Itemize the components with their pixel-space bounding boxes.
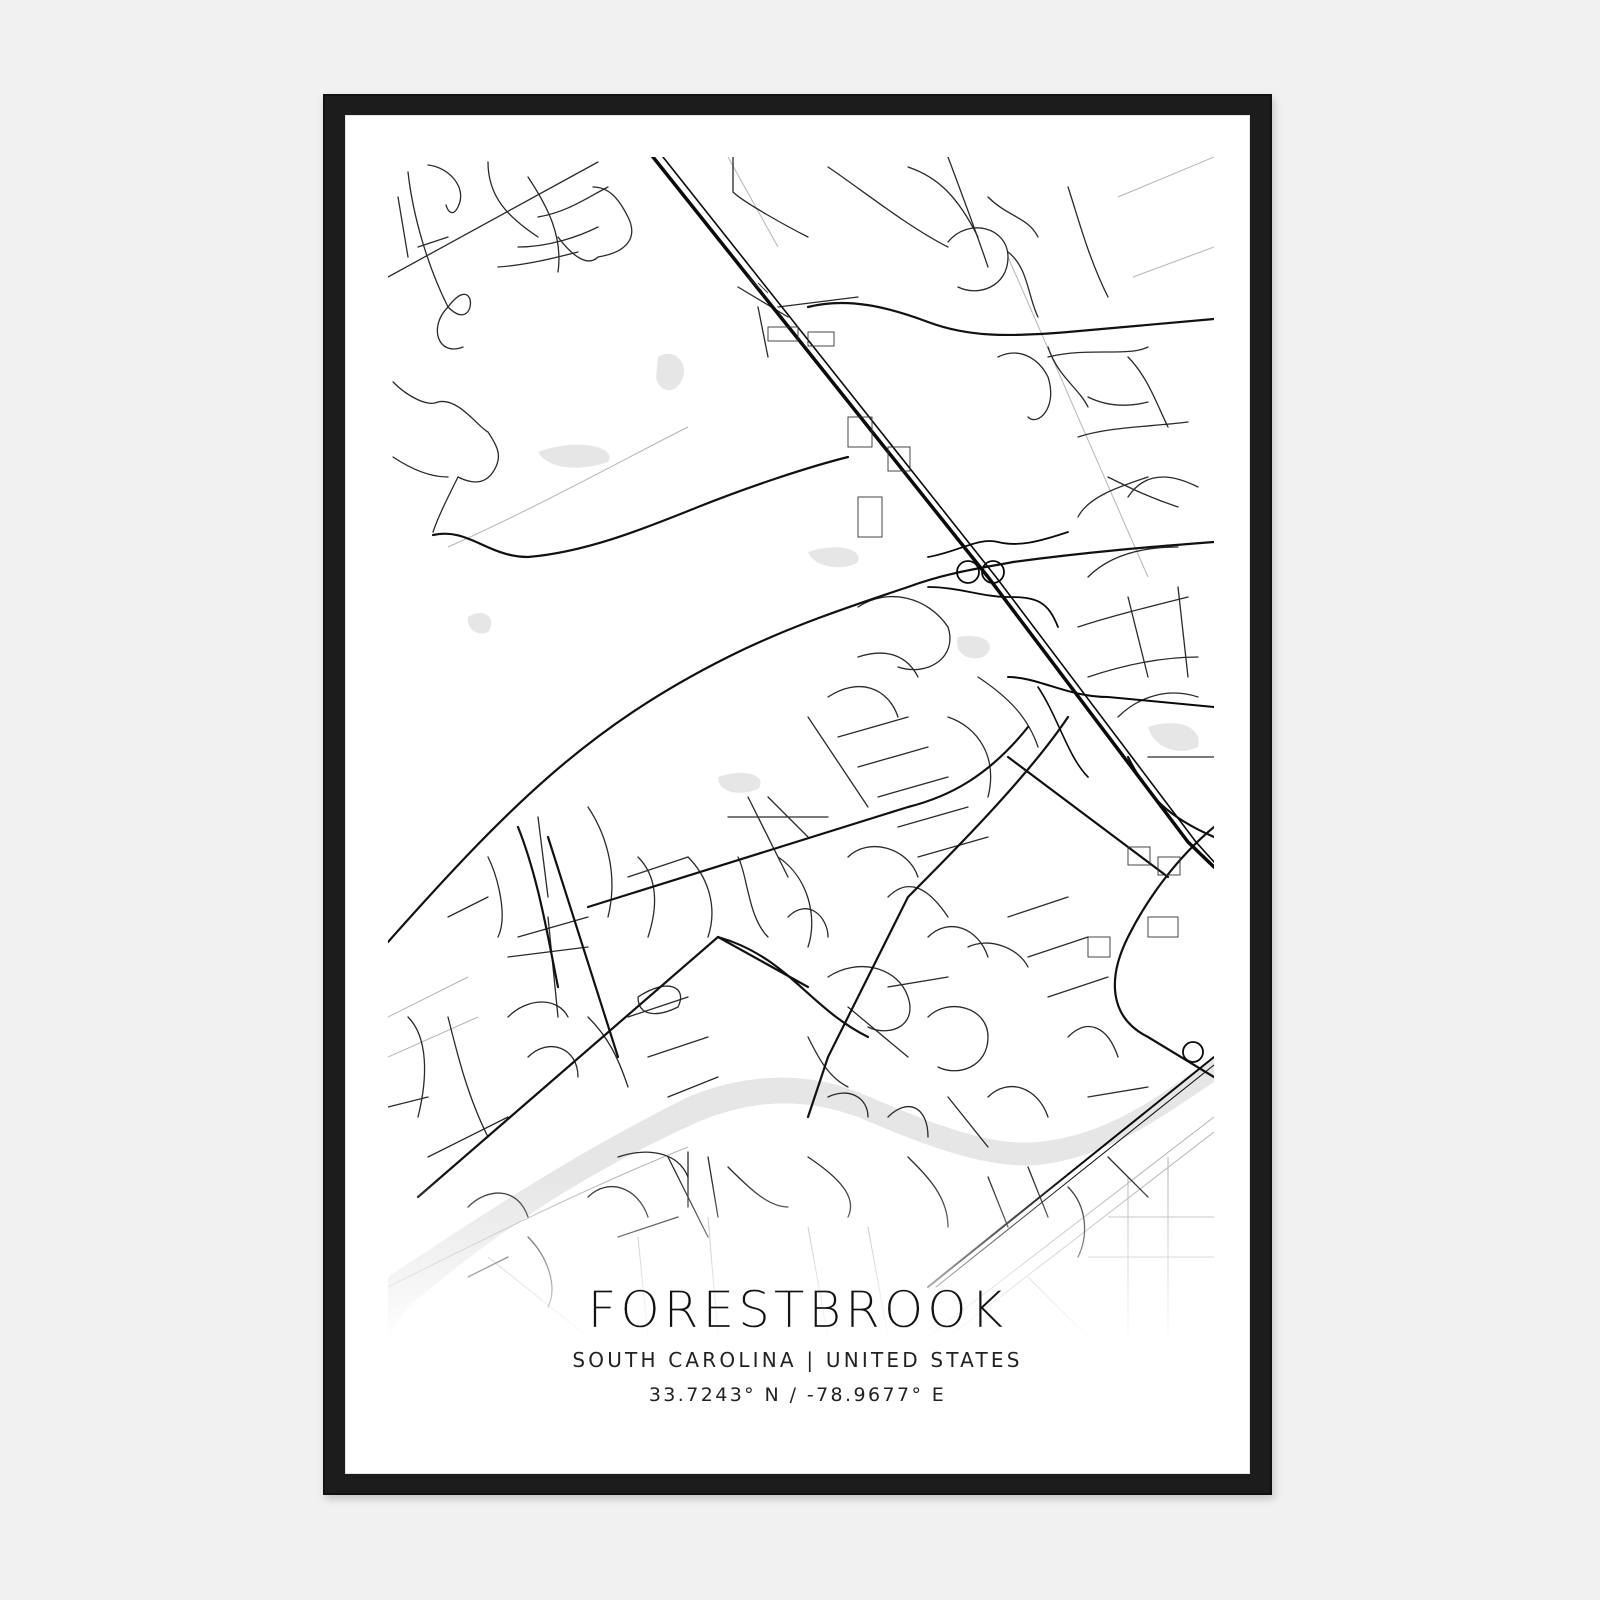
map-canvas	[388, 157, 1214, 1337]
commercial-blocks	[747, 276, 1181, 958]
residential-streets	[388, 157, 1214, 1308]
street-map	[388, 157, 1214, 1337]
region-line: SOUTH CAROLINA | UNITED STATES	[572, 1348, 1023, 1372]
water-areas	[388, 353, 1214, 1337]
poster-frame: FORESTBROOK SOUTH CAROLINA | UNITED STAT…	[323, 94, 1272, 1495]
coordinates-line: 33.7243° N / -78.9677° E	[648, 1384, 947, 1406]
poster-mat: FORESTBROOK SOUTH CAROLINA | UNITED STAT…	[345, 115, 1250, 1474]
faint-streets	[388, 157, 1214, 1337]
city-name: FORESTBROOK	[587, 1281, 1008, 1339]
poster-title-block: FORESTBROOK SOUTH CAROLINA | UNITED STAT…	[345, 1280, 1250, 1406]
major-roads	[388, 301, 1214, 1199]
